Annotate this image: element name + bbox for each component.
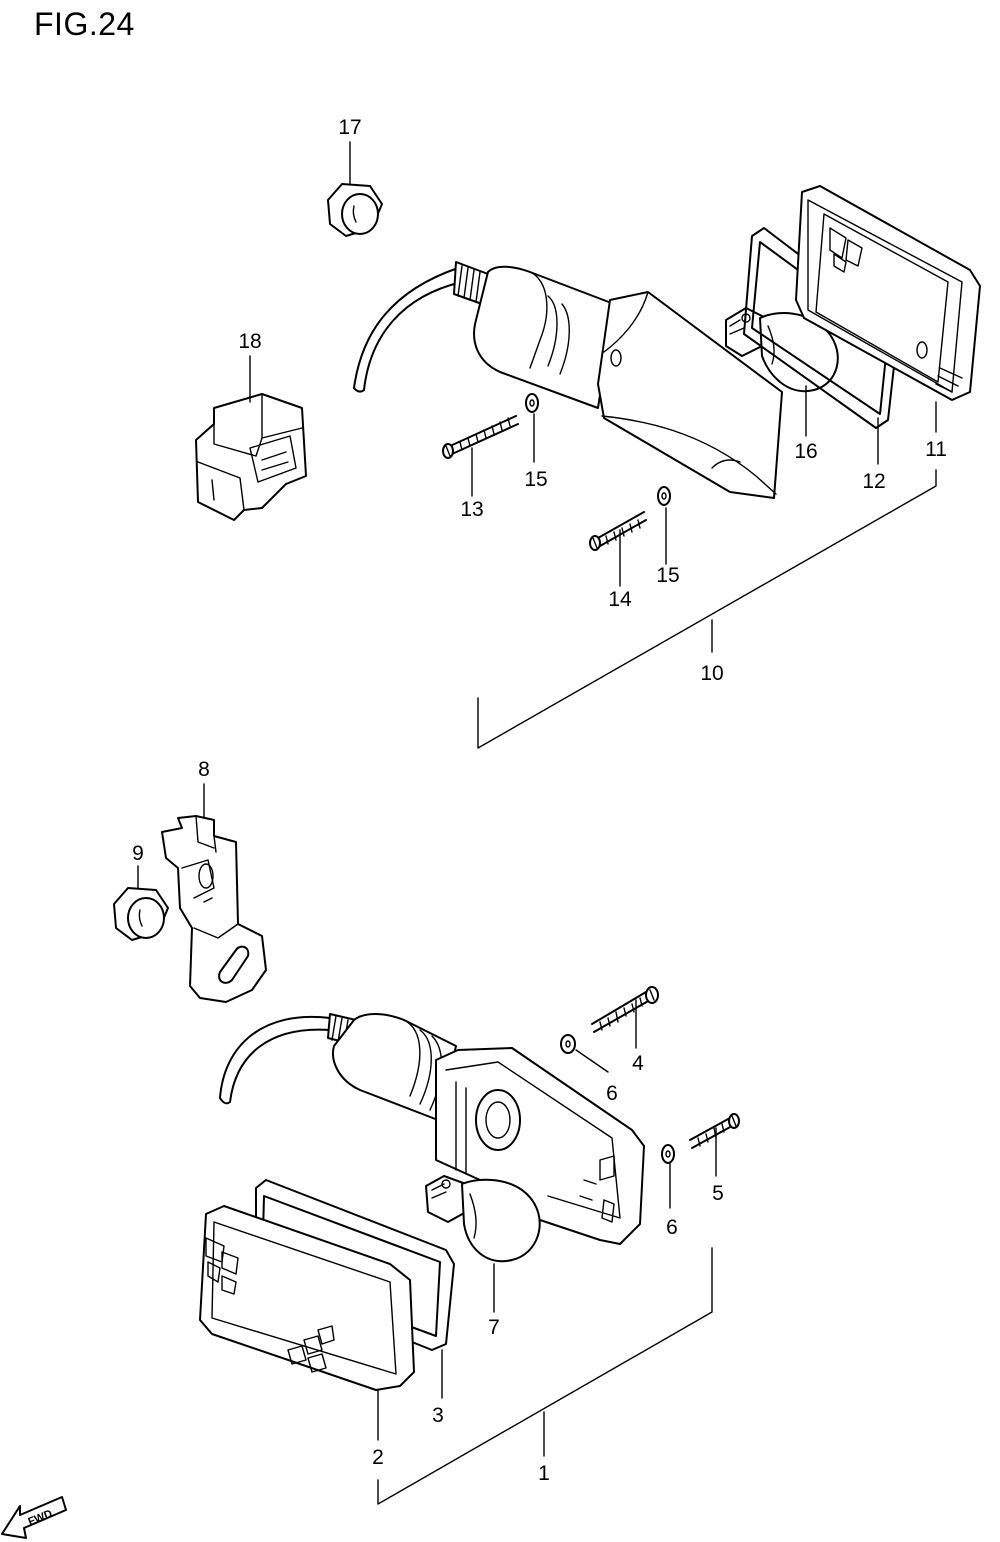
callout-15-a: 15 [524,468,547,491]
leader-lines [137,141,937,1505]
callout-labels: 17 18 13 15 14 15 16 12 11 10 8 9 4 6 5 … [132,116,947,1485]
bulb-7 [425,1175,541,1263]
figure-title: FIG.24 [34,6,135,42]
callout-13: 13 [460,498,483,521]
callout-6-a: 6 [606,1082,618,1105]
fwd-arrow-icon: FWD [1,1496,67,1539]
bracket-8 [161,815,267,1003]
washer-6-a [560,1034,576,1054]
callout-2: 2 [372,1446,384,1469]
rear-turn-signal-housing-10 [353,261,783,499]
callout-17: 17 [338,116,361,139]
turn-signal-relay-18 [195,393,307,521]
front-turn-signal-housing-1 [219,1013,645,1245]
callout-3: 3 [432,1404,444,1427]
screw-13 [442,415,519,459]
screw-5 [689,1113,740,1149]
callout-12: 12 [862,470,885,493]
callout-10: 10 [700,662,723,685]
callout-11: 11 [925,438,947,461]
callout-1: 1 [538,1462,550,1485]
screw-4 [591,986,659,1033]
callout-7: 7 [488,1316,500,1339]
lens-11 [795,185,981,401]
callout-15-b: 15 [656,564,679,587]
washer-6-b [661,1144,675,1164]
callout-6-b: 6 [666,1216,678,1239]
washer-15-b [657,486,671,506]
grommet-17 [327,183,383,237]
callout-4: 4 [632,1052,644,1075]
callout-16: 16 [794,440,817,463]
callout-9: 9 [132,842,144,865]
callout-5: 5 [712,1182,724,1205]
callout-18: 18 [238,330,261,353]
callout-8: 8 [198,758,210,781]
callout-14: 14 [608,588,632,611]
washer-15-a [525,393,539,413]
screw-14 [589,511,647,551]
grommet-9 [113,887,169,941]
lens-2 [199,1205,415,1391]
